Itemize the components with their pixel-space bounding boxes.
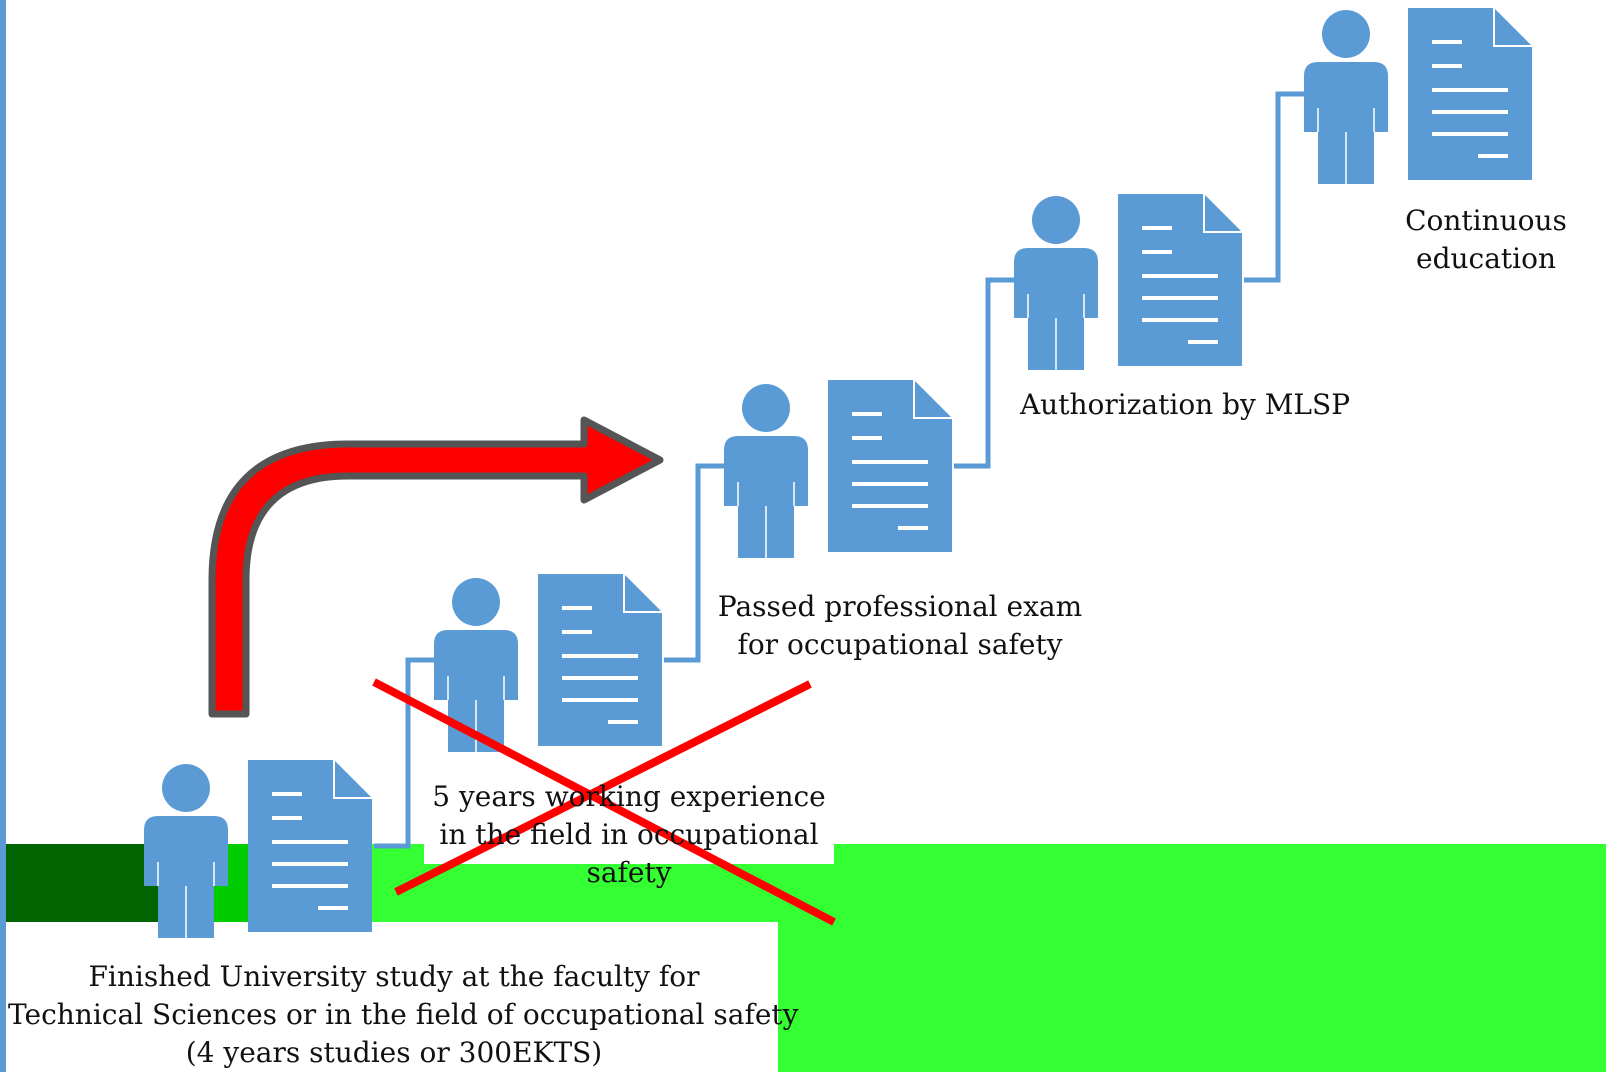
document-icon <box>1407 7 1533 181</box>
step-label-experience: 5 years working experience in the field … <box>424 778 834 892</box>
document-icon <box>827 379 953 553</box>
label-line: in the field in occupational <box>439 818 819 851</box>
label-box-step1 <box>6 922 778 1072</box>
red-cross-icon <box>372 678 836 926</box>
label-line: 5 years working experience <box>432 780 826 813</box>
document-icon <box>247 759 373 933</box>
label-line: (4 years studies or 300EKTS) <box>185 1036 603 1069</box>
person-icon <box>1013 195 1099 371</box>
label-line: for occupational safety <box>737 628 1063 661</box>
step-label-university: Finished University study at the faculty… <box>8 958 799 1072</box>
red-curved-arrow-icon <box>208 416 664 718</box>
document-icon <box>1117 193 1243 367</box>
label-line: Continuous <box>1405 204 1567 237</box>
step-label-authorization: Authorization by MLSP <box>1010 386 1360 424</box>
label-line: education <box>1416 242 1556 275</box>
person-icon <box>433 577 519 753</box>
step-label-continuous-education: Continuous education <box>1386 202 1586 278</box>
document-icon <box>537 573 663 747</box>
person-icon <box>1303 9 1389 185</box>
label-line: Technical Sciences or in the field of oc… <box>8 998 799 1031</box>
label-line: safety <box>586 856 672 889</box>
label-line: Passed professional exam <box>717 590 1083 623</box>
person-icon <box>723 383 809 559</box>
label-line: Authorization by MLSP <box>1019 388 1351 421</box>
step-label-exam: Passed professional exam for occupationa… <box>700 588 1100 664</box>
left-border <box>0 0 6 1072</box>
label-line: Finished University study at the faculty… <box>88 960 700 993</box>
step-connectors <box>374 91 1304 849</box>
